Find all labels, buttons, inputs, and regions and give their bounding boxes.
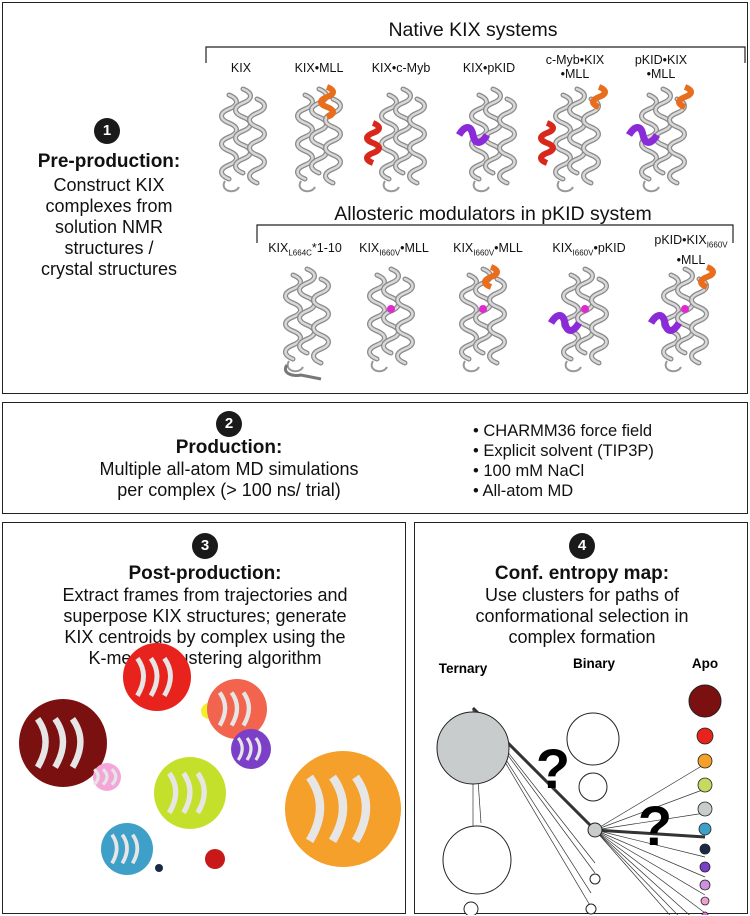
- cluster-circle: [205, 849, 225, 869]
- desc-line: structures /: [64, 238, 154, 258]
- entropy-description: Use clusters for paths of conformational…: [475, 585, 689, 647]
- step-badge-3: 3: [192, 533, 218, 559]
- desc-line: crystal structures: [40, 259, 178, 279]
- native-label-kix: KIX: [230, 61, 252, 75]
- apo-node: [697, 801, 713, 817]
- path-line: [594, 829, 679, 915]
- cluster-circle: [92, 763, 121, 791]
- path-line: [594, 829, 706, 896]
- allo-label-kix-i660v-mll-a: KIXI660V•MLL: [359, 241, 429, 258]
- apo-node: [698, 822, 712, 836]
- apo-node: [700, 896, 710, 906]
- path-line: [594, 829, 690, 915]
- allo-label-kix-i660v-pkid: KIXI660V•pKID: [552, 241, 626, 258]
- binary-node: [578, 772, 608, 802]
- path-line: [594, 829, 671, 915]
- cluster-circle: [207, 679, 267, 739]
- preproduction-title-text: Pre-production:: [37, 151, 181, 172]
- allo-label-kix-i660v-mll-b: KIXI660V•MLL: [453, 241, 523, 258]
- step-badge-1: 1: [94, 118, 120, 144]
- path-line: [594, 829, 706, 878]
- protein-kix-i660v-mll-a: [370, 269, 413, 371]
- apo-node: [696, 727, 714, 745]
- postproduction-title: Post-production:: [128, 563, 282, 584]
- binary-node: [589, 873, 601, 885]
- bullet-item: • Explicit solvent (TIP3P): [473, 442, 654, 460]
- path-line: [594, 828, 706, 839]
- apo-node: [701, 911, 709, 915]
- production-bullets: • CHARMM36 force field • Explicit solven…: [473, 421, 654, 501]
- apo-node: [697, 777, 713, 793]
- question-mark: ?: [638, 794, 672, 857]
- question-mark: ?: [536, 737, 570, 800]
- label-ternary: Ternary: [439, 661, 488, 676]
- allosteric-header: Allosteric modulators in pKID system: [334, 203, 652, 225]
- preproduction-description: Construct KIX complexes from solution NM…: [3, 175, 215, 280]
- panel-entropy-map: 4 Conf. entropy map: Use clusters for pa…: [414, 522, 748, 915]
- protein-kix-pkid: [455, 89, 515, 191]
- entropy-map-graph: Ternary Binary Apo ??: [436, 656, 722, 915]
- apo-node: [688, 684, 722, 718]
- protein-cmyb-kix-mll: [538, 84, 608, 191]
- protein-pkid-kix-mll: [625, 84, 694, 191]
- panel-production: 2 Production: Multiple all-atom MD simul…: [2, 402, 748, 514]
- allo-label-kix-l664c: KIXL664C*1-10: [268, 241, 342, 258]
- step-badge-2: 2: [216, 411, 242, 437]
- binary-node: [463, 901, 479, 915]
- protein-kix-mll: [298, 84, 341, 191]
- cluster-circle: [231, 729, 271, 769]
- cluster-centroids: [19, 643, 401, 875]
- allo-label-pkid-kix-i660v-mll: pKID•KIXI660V •MLL: [654, 233, 728, 267]
- production-description: Multiple all-atom MD simulations per com…: [99, 459, 359, 500]
- desc-line: complexes from: [45, 196, 173, 216]
- native-label-kix-pkid: KIX•pKID: [462, 61, 516, 75]
- preproduction-title: Pre-production:: [3, 151, 215, 173]
- production-title: Production:: [175, 437, 283, 458]
- path-line: [594, 812, 706, 831]
- protein-kix-l664c: [284, 269, 328, 381]
- native-header: Native KIX systems: [388, 19, 558, 41]
- bullet-item: • 100 mM NaCl: [473, 462, 585, 480]
- apo-node: [697, 753, 713, 769]
- panel-preproduction: 1 Pre-production: Construct KIX complexe…: [2, 2, 748, 394]
- hub-node: [587, 822, 603, 838]
- desc-line: solution NMR: [54, 217, 164, 237]
- cluster-circle: [101, 823, 153, 875]
- cluster-circle: [154, 757, 226, 829]
- protein-kix: [222, 89, 265, 191]
- native-bracket: [205, 46, 746, 243]
- binary-node: [585, 903, 597, 915]
- apo-node: [699, 861, 711, 873]
- path-line: [594, 829, 706, 858]
- apo-node: [699, 843, 711, 855]
- apo-node: [699, 879, 711, 891]
- protein-kix-cmyb: [364, 89, 425, 191]
- path-line: [594, 788, 706, 831]
- cluster-circle: [123, 643, 191, 711]
- protein-kix-i660v-pkid: [547, 269, 607, 371]
- cluster-circle: [19, 699, 107, 787]
- binary-node: [442, 825, 512, 895]
- path-line: [594, 763, 706, 831]
- entropy-title: Conf. entropy map:: [494, 563, 670, 584]
- native-label-pkid-kix-mll: pKID•KIX•MLL: [634, 53, 688, 81]
- protein-kix-i660v-mll-b: [462, 264, 505, 371]
- native-label-kix-cmyb: KIX•c-Myb: [371, 61, 431, 75]
- protein-pkid-kix-i660v-mll: [647, 264, 716, 371]
- native-protein-structures: [3, 84, 716, 381]
- native-label-kix-mll: KIX•MLL: [294, 61, 344, 75]
- binary-node: [566, 712, 620, 766]
- step-badge-4: 4: [569, 533, 595, 559]
- cluster-circle: [155, 864, 163, 872]
- bullet-item: • CHARMM36 force field: [473, 422, 653, 440]
- desc-line: Construct KIX: [53, 175, 165, 195]
- panel-postproduction: 3 Post-production: Extract frames from t…: [2, 522, 406, 914]
- label-apo: Apo: [692, 656, 718, 671]
- bullet-item: • All-atom MD: [473, 482, 574, 500]
- ternary-node: [436, 711, 510, 785]
- cluster-circle: [285, 751, 401, 867]
- path-line: [594, 829, 706, 914]
- native-label-cmyb-kix-mll: c-Myb•KIX•MLL: [545, 53, 605, 81]
- label-binary: Binary: [573, 656, 616, 671]
